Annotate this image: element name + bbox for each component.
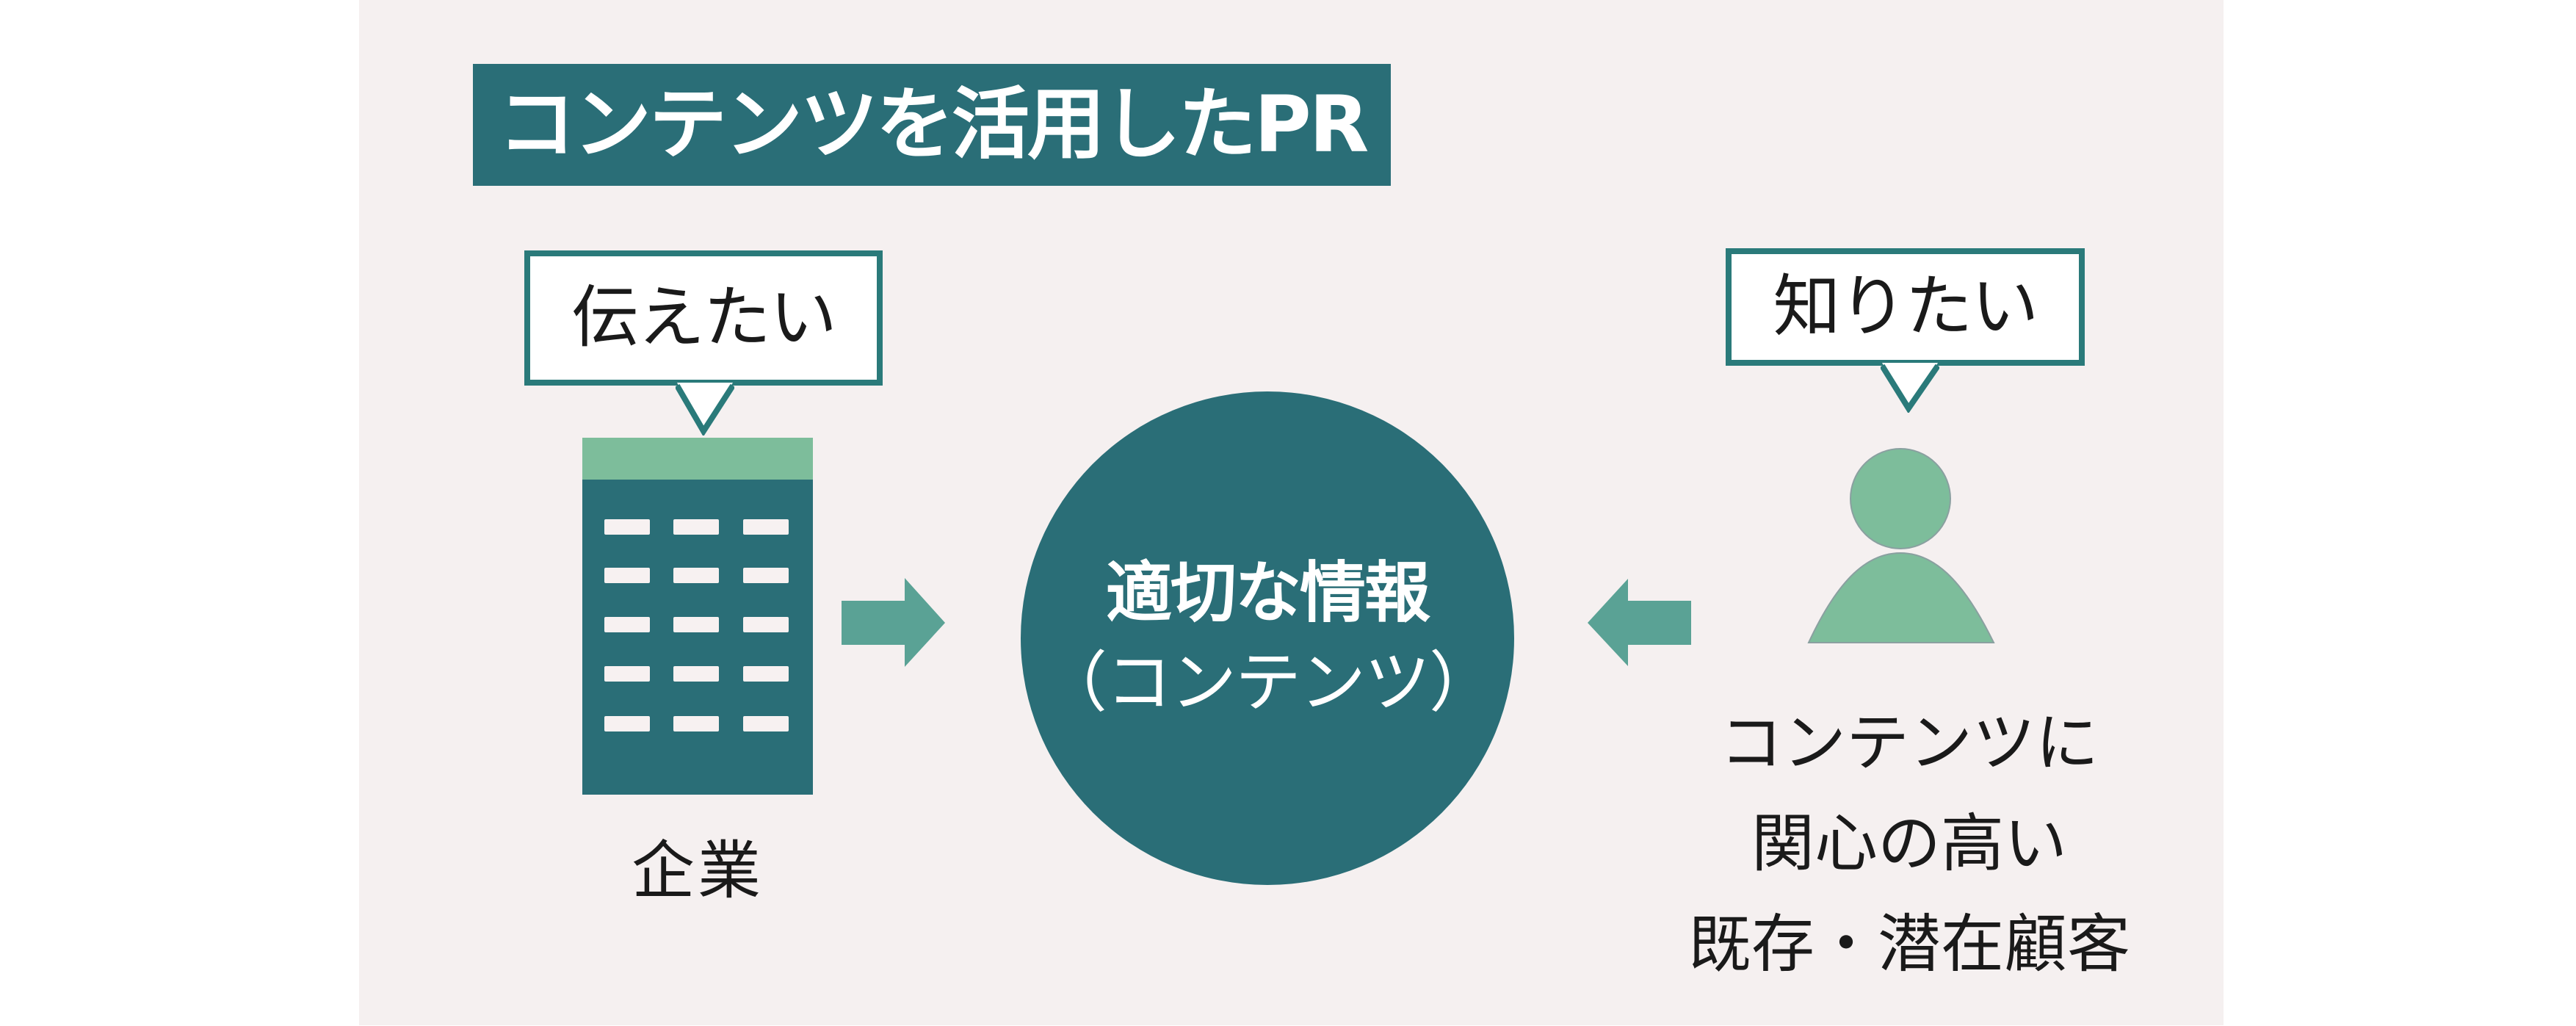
person-icon (1807, 448, 1995, 643)
speech-bubble-company-text: 伝えたい (571, 278, 837, 357)
customer-label: コンテンツに 関心の高い 既存・潜在顧客 (1638, 707, 2181, 1008)
building-window (743, 568, 789, 583)
person-head (1850, 448, 1951, 549)
building-window (743, 519, 789, 535)
building-roof (582, 438, 813, 480)
building-window (604, 716, 650, 731)
diagram-title: コンテンツを活用したPR (498, 79, 1369, 170)
building-window (604, 568, 650, 583)
building-window (673, 716, 719, 731)
arrow-right-icon (842, 578, 945, 667)
content-circle-title: 適切な情報 (1106, 554, 1430, 632)
building-window (604, 519, 650, 535)
building-icon (582, 438, 813, 795)
building-window (743, 617, 789, 632)
building-window (673, 617, 719, 632)
speech-bubble-company-tail (676, 383, 734, 436)
building-window (673, 519, 719, 535)
speech-bubble-customer-tail (1881, 363, 1939, 413)
customer-label-line: 既存・潜在顧客 (1688, 908, 2130, 981)
customer-label-line: 関心の高い (1751, 807, 2067, 881)
building-window (604, 666, 650, 682)
arrow-left-icon (1588, 579, 1691, 666)
building-window (604, 617, 650, 632)
building-window (673, 666, 719, 682)
content-circle: 適切な情報 （コンテンツ） (1021, 391, 1514, 885)
building-window (743, 716, 789, 731)
building-window (673, 568, 719, 583)
speech-bubble-customer: 知りたい (1726, 248, 2085, 366)
speech-bubble-customer-text: 知りたい (1773, 267, 2038, 346)
building-window (743, 666, 789, 682)
diagram-title-box: コンテンツを活用したPR (473, 64, 1391, 186)
speech-bubble-company: 伝えたい (524, 250, 883, 386)
company-label: 企業 (632, 834, 764, 908)
content-circle-subtitle: （コンテンツ） (1041, 644, 1495, 721)
person-body (1807, 552, 1995, 643)
customer-label-line: コンテンツに (1720, 707, 2099, 780)
